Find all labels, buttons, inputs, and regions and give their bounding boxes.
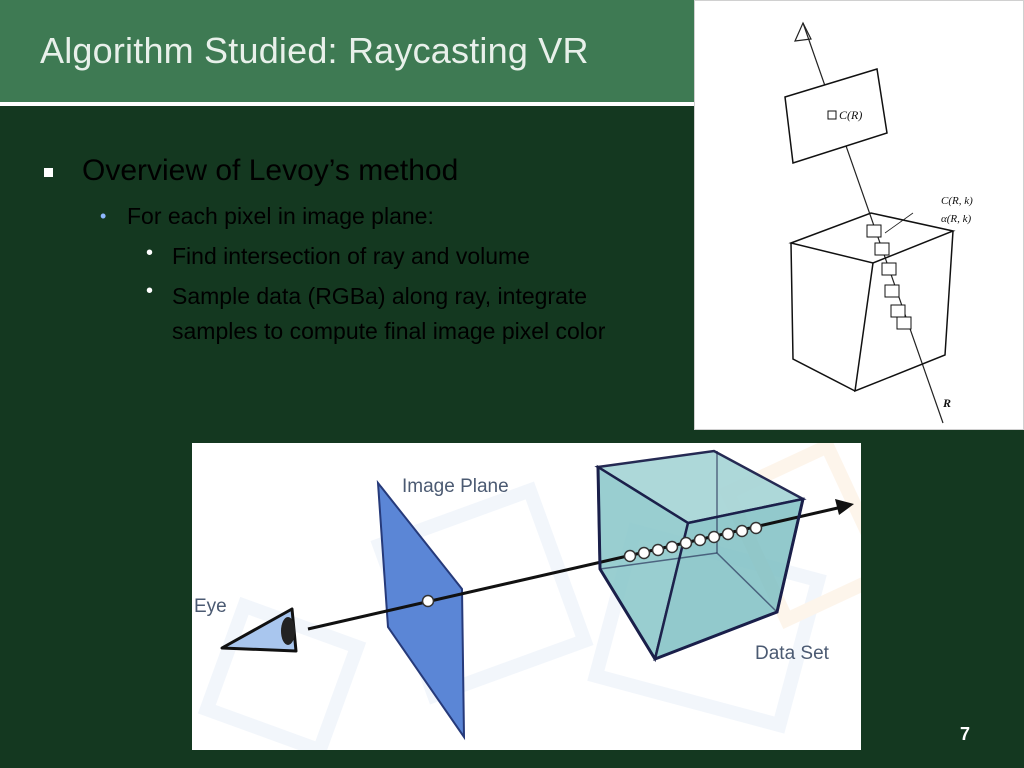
label-sample-alpha: α(R, k) <box>941 213 972 225</box>
dot-bullet-icon: • <box>100 206 107 226</box>
label-eye: Eye <box>194 596 227 617</box>
slide-title: Algorithm Studied: Raycasting VR <box>40 30 589 71</box>
sample-points <box>623 521 763 563</box>
sample-boxes <box>866 224 912 330</box>
raycasting-diagram: Image Plane Eye Data Set <box>192 443 861 750</box>
label-image-plane: Image Plane <box>402 476 509 497</box>
plane-intersection-point <box>421 594 435 608</box>
viewer-icon <box>794 21 812 42</box>
dot-bullet-icon: • <box>146 280 154 302</box>
eye-icon <box>220 607 298 653</box>
title-divider <box>0 102 694 106</box>
bullet-level3-item: Sample data (RGBa) along ray, integrate … <box>172 283 606 344</box>
dot-bullet-icon: • <box>146 242 154 264</box>
label-pixel-color: C(R) <box>839 108 862 122</box>
raycasting-diagram-svg: Image Plane Eye Data Set <box>194 443 861 750</box>
bullet-level2: For each pixel in image plane: <box>127 203 434 229</box>
ray-arrowhead-icon <box>835 499 854 515</box>
square-bullet-icon <box>44 168 53 177</box>
image-plane-shape <box>376 479 466 741</box>
title-bar <box>0 0 694 102</box>
bullet-level3-item: Find intersection of ray and volume <box>172 243 530 269</box>
levoy-diagram: C(R) C(R, k) α(R, k) R <box>694 0 1024 430</box>
label-sample-color: C(R, k) <box>941 195 973 207</box>
page-number: 7 <box>959 724 970 744</box>
bullet-level1: Overview of Levoy’s method <box>82 154 459 187</box>
levoy-diagram-svg: C(R) C(R, k) α(R, k) R <box>784 21 973 424</box>
label-data-set: Data Set <box>755 643 830 664</box>
label-ray: R <box>942 396 951 410</box>
volume-cube <box>788 212 956 393</box>
pixel-square <box>827 110 837 120</box>
